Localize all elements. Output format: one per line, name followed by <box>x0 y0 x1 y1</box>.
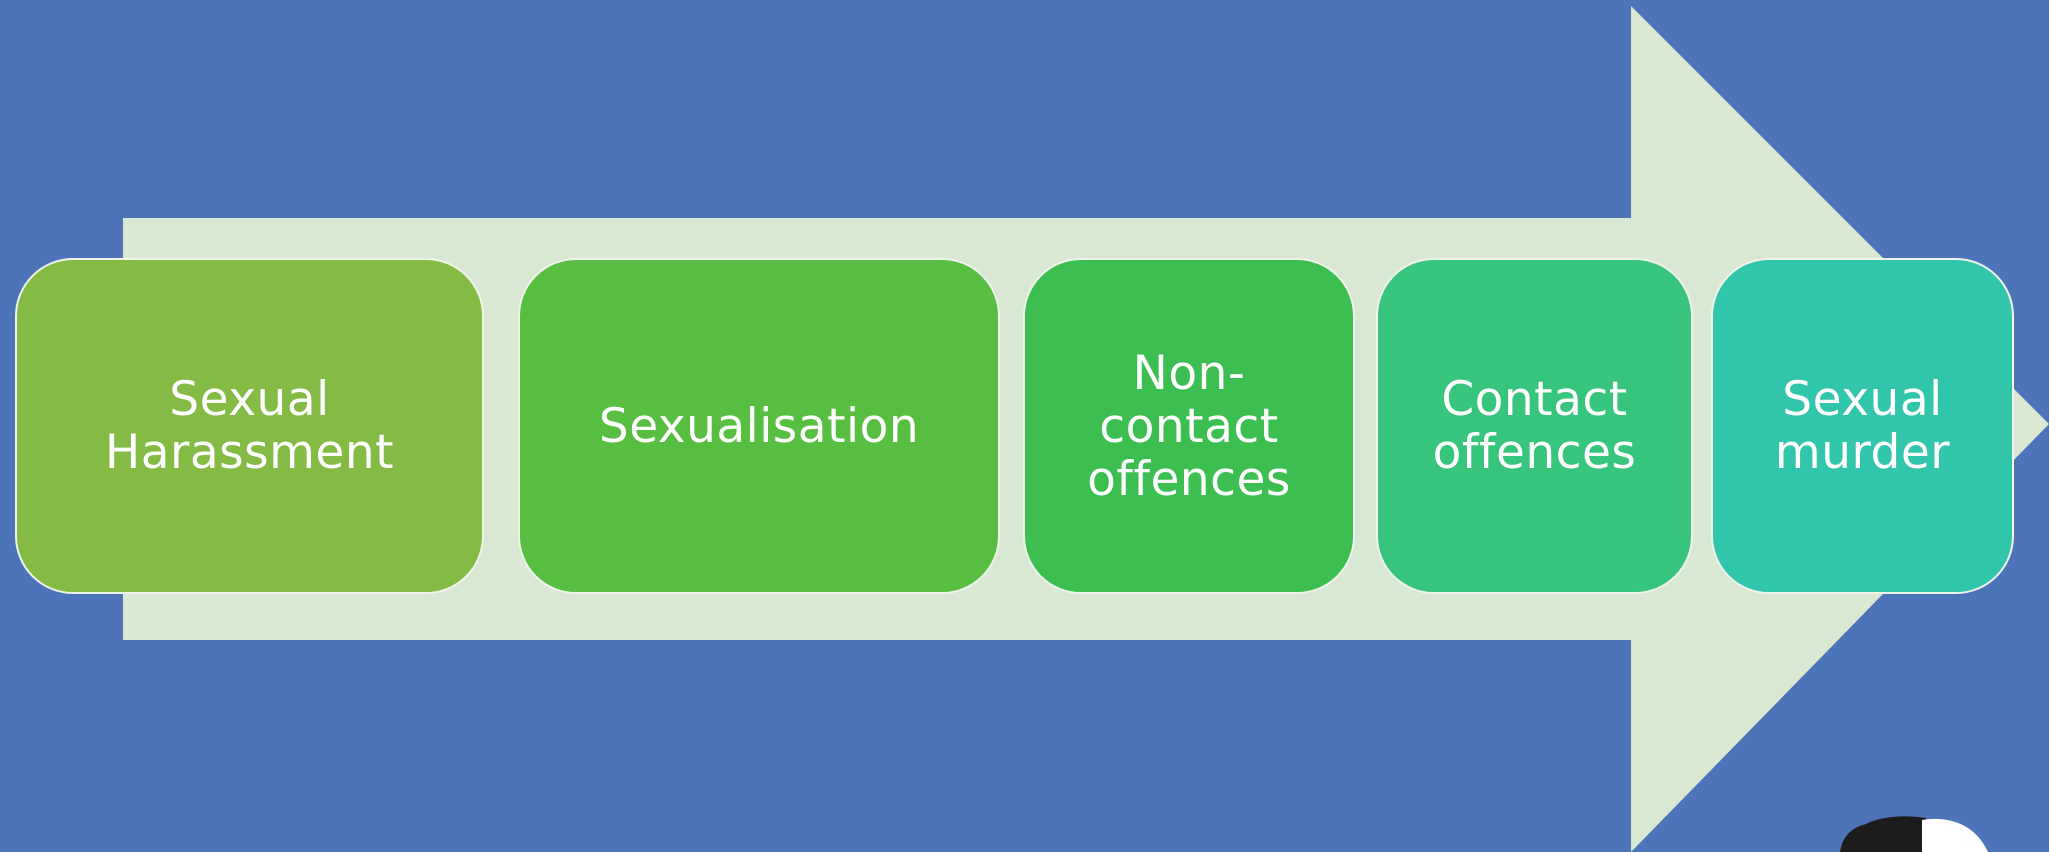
stage-label: Sexual murder <box>1774 372 1951 480</box>
stage-label: Non- contact offences <box>1087 345 1291 507</box>
stage-box-sexualisation: Sexualisation <box>518 258 1000 594</box>
stage-box-non-contact-offences: Non- contact offences <box>1023 258 1355 594</box>
stage-label: Sexualisation <box>598 398 920 454</box>
stage-box-contact-offences: Contact offences <box>1376 258 1693 594</box>
stage-label: Sexual Harassment <box>104 372 395 480</box>
stage-label: Contact offences <box>1432 372 1637 480</box>
stage-box-sexual-murder: Sexual murder <box>1711 258 2014 594</box>
logo-mark-icon <box>1840 816 1988 852</box>
stage-box-sexual-harassment: Sexual Harassment <box>15 258 484 594</box>
